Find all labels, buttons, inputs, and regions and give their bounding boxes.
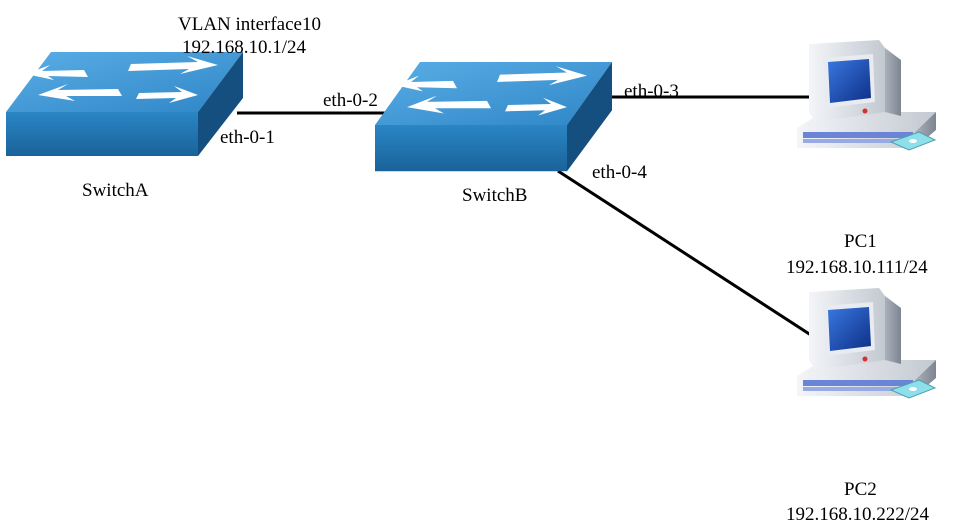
pc2-ip-label: 192.168.10.222/24 — [786, 504, 930, 524]
port-eth-0-1-label: eth-0-1 — [220, 127, 275, 148]
link-switchb-pc2 — [557, 169, 835, 352]
pc1-ip-label: 192.168.10.111/24 — [786, 257, 928, 278]
pc1-name-label: PC1 — [844, 231, 877, 252]
link-lines — [237, 95, 835, 352]
switch-b-name-label: SwitchB — [462, 185, 527, 206]
switch-b-icon[interactable] — [375, 62, 612, 172]
pc2-name-label: PC2 — [844, 479, 877, 500]
pc2-icon[interactable] — [796, 287, 937, 399]
switch-a-icon[interactable] — [6, 52, 243, 156]
switch-a-vlan-label: VLAN interface10 — [178, 14, 321, 35]
switch-a-name-label: SwitchA — [82, 180, 149, 201]
port-eth-0-3-label: eth-0-3 — [624, 81, 679, 102]
pc1-icon[interactable] — [796, 39, 937, 151]
port-eth-0-4-label: eth-0-4 — [592, 162, 647, 183]
port-eth-0-2-label: eth-0-2 — [323, 90, 378, 111]
switch-a-ip-label: 192.168.10.1/24 — [182, 37, 307, 58]
